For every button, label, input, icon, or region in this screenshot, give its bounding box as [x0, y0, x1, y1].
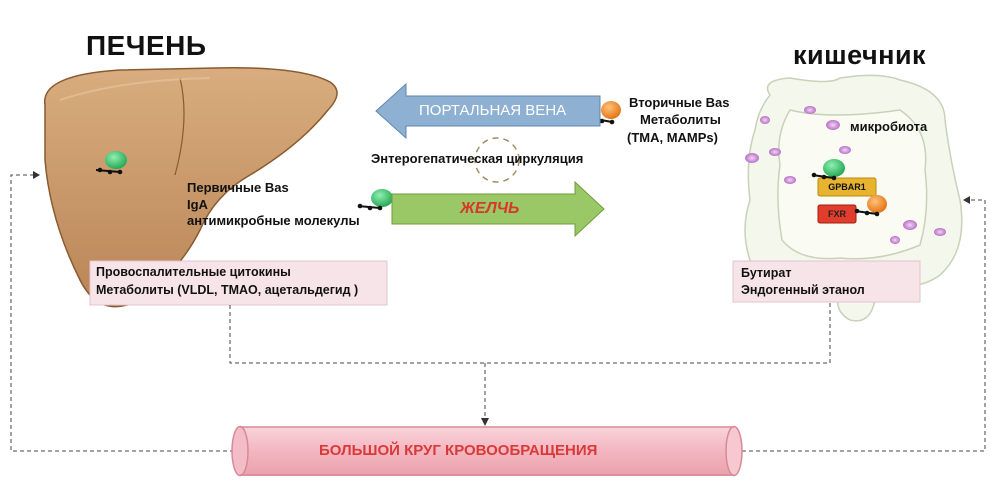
portal-vein-arrow [375, 82, 601, 140]
liver-factors-box [89, 260, 388, 306]
arrowhead-gut [963, 196, 970, 204]
gpbar1-label: GPBAR1 [828, 182, 866, 192]
fxr-label: FXR [828, 209, 846, 219]
enterohepatic-cycle-icon [474, 137, 520, 183]
molecule-bile [357, 189, 393, 211]
secondary-line-1: Вторичные Bas [629, 95, 730, 110]
gpbar1-receptor [817, 177, 877, 197]
enterohepatic-label: Энтерогепатическая циркуляция [371, 151, 584, 166]
molecule-gut-green [811, 159, 845, 181]
connector-lines [10, 174, 986, 452]
microbiota-label: микробиота [850, 119, 928, 134]
systemic-circulation-label: БОЛЬШОЙ КРУГ КРОВООБРАЩЕНИЯ [319, 442, 598, 459]
secondary-line-3: (TMA, MAMPs) [627, 130, 718, 145]
molecule-secondary [589, 101, 621, 125]
bile-arrow [391, 180, 605, 238]
microbiota-cluster [745, 106, 946, 244]
gut-box-line-2: Эндогенный этанол [741, 283, 865, 297]
arrowhead-down [481, 418, 489, 426]
gut-factors-box [732, 260, 921, 303]
liver-primary-line-2: IgA [187, 197, 208, 212]
liver-title: ПЕЧЕНЬ [86, 30, 207, 61]
fxr-receptor [817, 204, 857, 224]
liver-box-line-1: Провоспалительные цитокины [96, 265, 291, 279]
arrowhead-liver [33, 171, 40, 179]
liver-shape [44, 67, 338, 308]
liver-primary-line-3: антимикробные молекулы [187, 213, 360, 228]
portal-vein-label: ПОРТАЛЬНАЯ ВЕНА [419, 102, 567, 119]
systemic-vessel [231, 425, 743, 477]
molecule-gut-orange [854, 195, 887, 217]
bile-label: ЖЕЛЧЬ [460, 200, 520, 217]
molecule-liver [95, 151, 127, 175]
secondary-line-2: Метаболиты [640, 112, 721, 127]
gut-box-line-1: Бутират [741, 266, 792, 280]
liver-primary-line-1: Первичные Bas [187, 180, 289, 195]
liver-box-line-2: Метаболиты (VLDL, TMAO, ацетальдегид ) [96, 283, 359, 297]
intestine-title: кишечник [793, 40, 927, 70]
